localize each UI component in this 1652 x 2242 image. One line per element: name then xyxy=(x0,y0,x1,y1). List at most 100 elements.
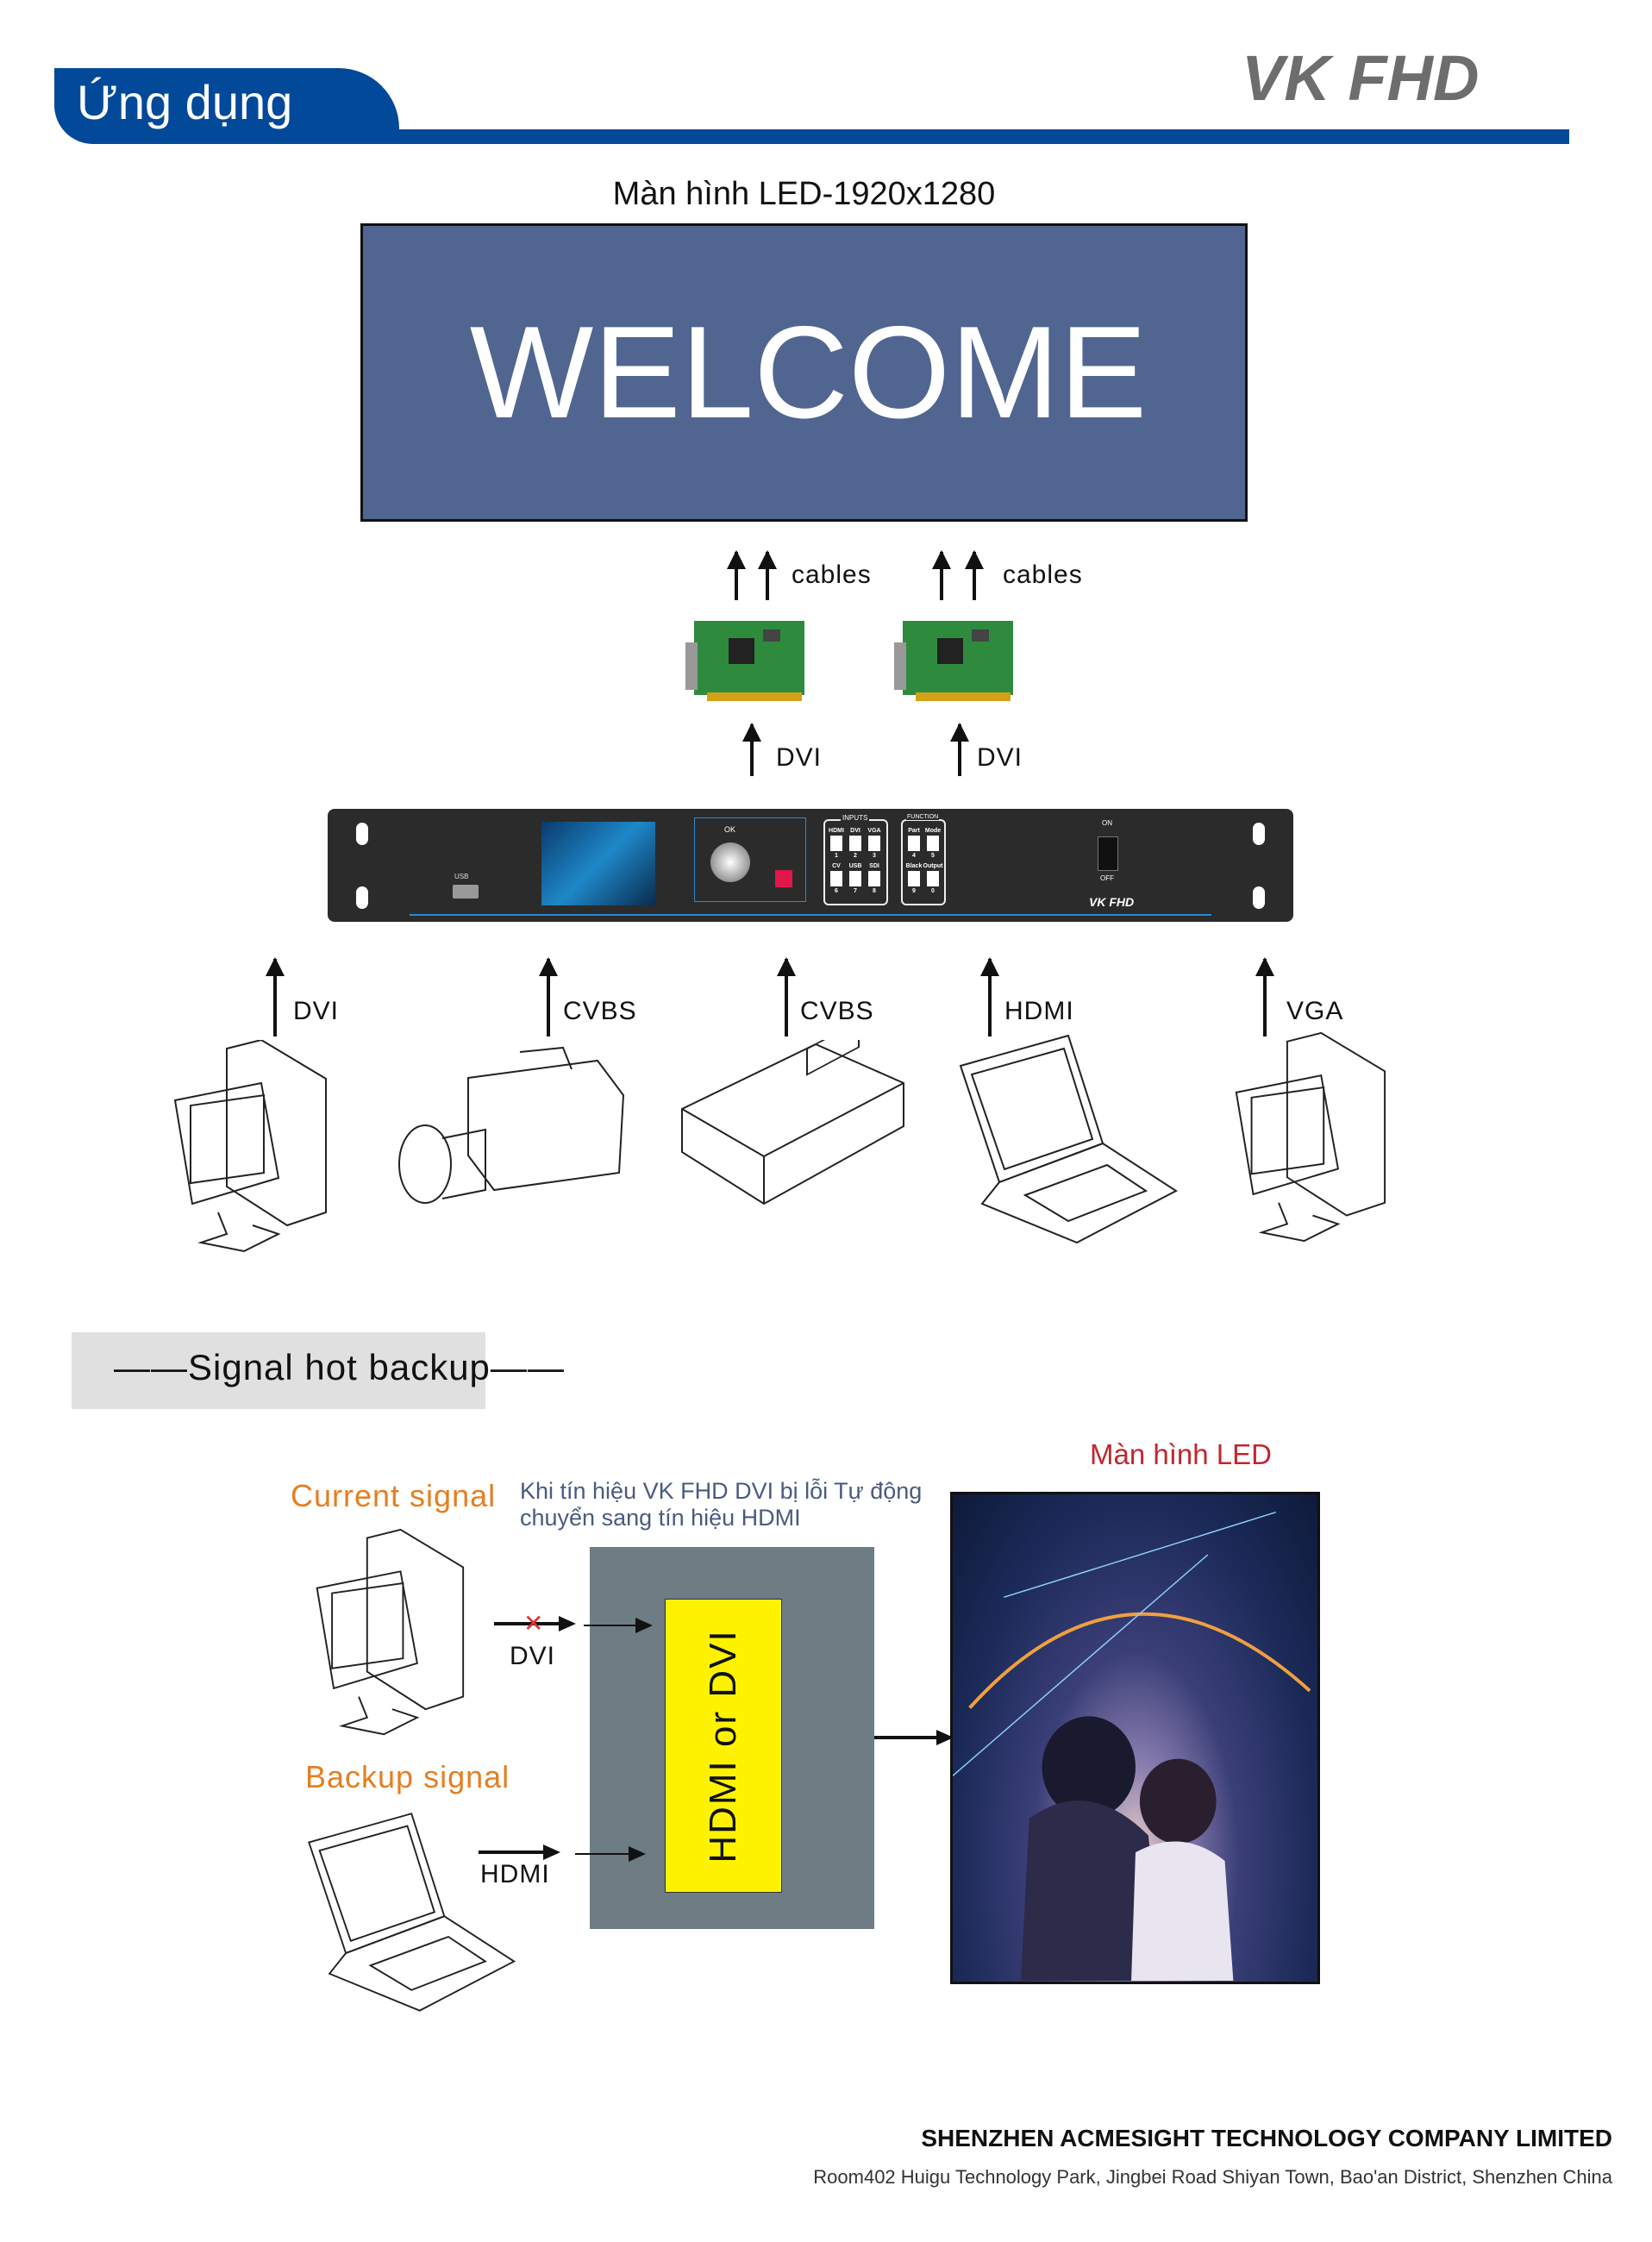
input-number: 6 xyxy=(835,888,838,894)
input-selector-label: HDMI or DVI xyxy=(702,1628,744,1863)
off-label: OFF xyxy=(1100,874,1114,882)
function-button-mode[interactable] xyxy=(927,836,939,851)
video-camera-icon xyxy=(398,1046,625,1204)
vk-fhd-device: USB OK INPUTS HDMI DVI VGA 1 2 3 CV USB … xyxy=(328,809,1293,922)
desktop-computer-icon xyxy=(173,1040,327,1253)
arrow-up-icon xyxy=(965,550,984,600)
usb-label: USB xyxy=(454,873,469,880)
device-brand: VK FHD xyxy=(1089,895,1135,909)
led-screen-title: Màn hình LED-1920x1280 xyxy=(612,176,996,212)
arrow-up-icon xyxy=(727,550,746,600)
function-panel: FUNCTION Part Mode 4 5 Black Output 9 0 xyxy=(901,814,946,905)
desktop-computer-icon xyxy=(316,1529,465,1736)
company-address: Room402 Huigu Technology Park, Jingbei R… xyxy=(813,2166,1612,2188)
backup-signal-label: Backup signal xyxy=(305,1759,510,1794)
section-heading: ——Signal hot backup—— xyxy=(114,1347,565,1387)
led-screen: WELCOME xyxy=(360,223,1248,522)
function-label: Mode xyxy=(924,828,942,834)
source-label: DVI xyxy=(293,997,340,1025)
mount-hole xyxy=(356,886,368,909)
inputs-panel: INPUTS HDMI DVI VGA 1 2 3 CV USB SDI 6 7… xyxy=(823,814,888,905)
cables-label: cables xyxy=(1003,560,1083,589)
arrow-up-icon xyxy=(932,550,951,600)
arrow-right-icon xyxy=(874,1736,950,1739)
input-label: CV xyxy=(832,863,841,869)
input-button-dvi[interactable] xyxy=(849,836,861,851)
laptop-icon xyxy=(959,1034,1178,1244)
arrow-up-icon xyxy=(742,723,761,776)
input-number: 1 xyxy=(835,853,838,859)
input-selector: HDMI or DVI xyxy=(665,1599,782,1893)
led-screen-image xyxy=(950,1492,1320,1984)
brand-title: VK FHD xyxy=(1242,42,1480,114)
arrow-right-icon xyxy=(479,1851,557,1854)
sending-card-icon xyxy=(894,621,1013,701)
input-number: 2 xyxy=(854,853,857,859)
mount-hole xyxy=(1253,823,1265,845)
function-number: 0 xyxy=(931,888,935,894)
anime-couple-image xyxy=(952,1512,1311,1982)
back-button[interactable] xyxy=(775,870,792,887)
usb-port[interactable] xyxy=(453,885,479,899)
inputs-title: INPUTS xyxy=(841,814,870,822)
input-label: VGA xyxy=(867,828,881,834)
hdmi-port-label: HDMI xyxy=(480,1860,550,1888)
arrow-up-icon xyxy=(950,723,969,776)
led-screen-label: Màn hình LED xyxy=(1090,1438,1272,1470)
lcd-display xyxy=(541,822,655,905)
dvi-label: DVI xyxy=(776,743,823,772)
error-x-icon: ✕ xyxy=(523,1610,544,1637)
dvi-port-label: DVI xyxy=(510,1642,556,1670)
source-label: CVBS xyxy=(800,997,874,1025)
function-number: 9 xyxy=(912,888,916,894)
input-number: 8 xyxy=(873,888,876,894)
arrow-right-icon xyxy=(584,1625,649,1626)
arrow-right-icon xyxy=(575,1853,642,1855)
current-signal-label: Current signal xyxy=(291,1478,497,1513)
input-number: 7 xyxy=(854,888,857,894)
input-button-cv[interactable] xyxy=(830,871,842,886)
input-label: SDI xyxy=(869,863,879,869)
function-button-part[interactable] xyxy=(908,836,920,851)
function-label: Part xyxy=(908,828,920,834)
on-label: ON xyxy=(1102,819,1112,827)
cables-label: cables xyxy=(792,560,872,589)
input-button-usb[interactable] xyxy=(849,871,861,886)
input-label: DVI xyxy=(850,828,860,834)
source-label: VGA xyxy=(1286,997,1344,1025)
input-button-sdi[interactable] xyxy=(868,871,880,886)
function-label: Black xyxy=(905,863,923,869)
laptop-icon xyxy=(308,1813,516,2012)
media-player-icon xyxy=(681,1040,904,1206)
section-title-tab: Ứng dụng xyxy=(54,68,399,144)
input-number: 3 xyxy=(873,853,876,859)
backup-note: Khi tín hiệu VK FHD DVI bị lỗi Tự động c… xyxy=(520,1478,923,1531)
mount-hole xyxy=(1253,886,1265,909)
dvi-label: DVI xyxy=(977,743,1023,772)
arrow-up-icon xyxy=(980,957,999,1036)
power-switch[interactable] xyxy=(1098,836,1118,871)
arrow-up-icon xyxy=(539,957,558,1036)
function-button-output[interactable] xyxy=(927,871,939,886)
sending-card-icon xyxy=(685,621,804,701)
accent-line xyxy=(410,914,1211,916)
arrow-up-icon xyxy=(758,550,777,600)
desktop-computer-icon xyxy=(1235,1031,1386,1243)
header-bar xyxy=(379,129,1569,144)
rotary-knob[interactable] xyxy=(710,842,750,882)
input-button-vga[interactable] xyxy=(868,836,880,851)
source-label: HDMI xyxy=(1004,997,1074,1025)
mount-hole xyxy=(356,823,368,845)
input-button-hdmi[interactable] xyxy=(830,836,842,851)
function-button-black[interactable] xyxy=(908,871,920,886)
source-label: CVBS xyxy=(563,997,637,1025)
input-label: HDMI xyxy=(829,828,844,834)
function-title: FUNCTION xyxy=(906,814,940,820)
arrow-up-icon xyxy=(266,957,285,1036)
input-label: USB xyxy=(848,863,862,869)
arrow-up-icon xyxy=(777,957,796,1036)
function-label: Output xyxy=(923,863,943,869)
company-name: SHENZHEN ACMESIGHT TECHNOLOGY COMPANY LI… xyxy=(921,2125,1612,2151)
ok-label: OK xyxy=(724,825,736,834)
knob-panel: OK xyxy=(694,817,806,902)
